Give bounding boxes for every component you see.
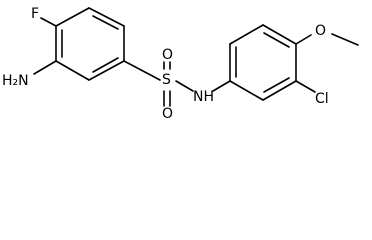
bond-ring2-c3-c4 bbox=[262, 24, 297, 45]
bond-s-nh bbox=[175, 80, 194, 92]
oxygen-top-label: O bbox=[162, 47, 173, 63]
chemical-structure-diagram: F H₂N S O O NH O Cl bbox=[2, 6, 359, 122]
amino-label: H₂N bbox=[2, 73, 29, 89]
bond-ring2-c2-c3 bbox=[229, 24, 264, 45]
chlorine-label: Cl bbox=[315, 91, 329, 107]
bond-c-nh2 bbox=[33, 60, 57, 75]
bond-c-s bbox=[123, 60, 161, 81]
bond-c-o-methoxy bbox=[295, 34, 312, 45]
bonds bbox=[33, 7, 359, 107]
bond-nh-c bbox=[212, 80, 231, 92]
bond-o-ch3 bbox=[331, 33, 359, 46]
amide-nh-label: NH bbox=[193, 89, 214, 105]
bond-ring1-c1-c2 bbox=[55, 7, 90, 27]
double-bond-ring1-top-right bbox=[92, 15, 119, 30]
oxygen-bottom-label: O bbox=[162, 106, 173, 122]
sulfur-label: S bbox=[162, 72, 171, 88]
methoxy-oxygen-label: O bbox=[315, 23, 326, 39]
double-bond-ring2-bottom bbox=[263, 77, 290, 93]
bond-ring2-c6-c1 bbox=[229, 80, 264, 101]
bond-ring1-c4-c5 bbox=[88, 60, 125, 81]
atom-labels: F H₂N S O O NH O Cl bbox=[2, 6, 329, 122]
bond-ring2-c5-c6 bbox=[262, 80, 297, 101]
bond-ring1-c5-c6 bbox=[55, 60, 90, 81]
bond-c-f bbox=[40, 17, 57, 27]
fluorine-label: F bbox=[31, 6, 39, 22]
double-bond-ring1-bottom-right bbox=[92, 57, 119, 73]
double-bond-ring2-top-right bbox=[263, 32, 290, 48]
bond-c-cl bbox=[295, 80, 316, 93]
bond-ring1-c2-c3 bbox=[88, 7, 125, 27]
